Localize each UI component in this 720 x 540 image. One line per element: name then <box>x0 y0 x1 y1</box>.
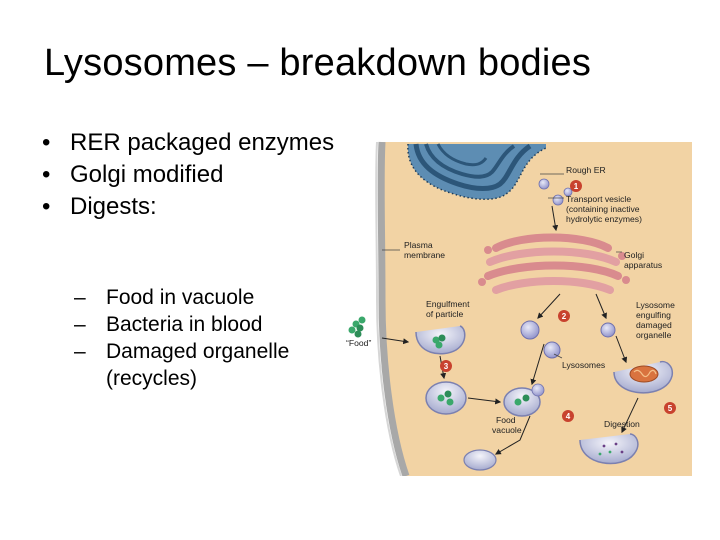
step-badge-5: 5 <box>664 402 676 414</box>
sub-bullet-marker: – <box>74 340 86 363</box>
label-transport-vesicle: hydrolytic enzymes) <box>566 214 642 224</box>
label-lysosome-engulfing: Lysosome <box>636 300 675 310</box>
lysosomes <box>520 320 616 359</box>
sub-bullet-list: – Food in vacuole – Bacteria in blood – … <box>74 284 334 392</box>
bullet-marker: • <box>42 161 51 188</box>
sub-bullet-text: Food in vacuole <box>106 286 255 309</box>
bullet-item: • RER packaged enzymes <box>42 128 342 158</box>
label-lysosomes: Lysosomes <box>562 360 605 370</box>
sub-bullet-text: Damaged organelle (recycles) <box>106 340 290 390</box>
label-food-vacuole: Food <box>496 415 516 425</box>
lysosome-diagram: Rough ER Transport vesicle (containing i… <box>346 140 692 476</box>
label-digestion: Digestion <box>604 419 640 429</box>
sub-bullet-item: – Bacteria in blood <box>74 311 334 338</box>
step-badge-3: 3 <box>440 360 452 372</box>
engulfment-cup <box>415 325 466 355</box>
label-plasma-membrane: membrane <box>404 250 445 260</box>
digestion-vacuole <box>579 433 639 465</box>
bullet-text: RER packaged enzymes <box>70 129 335 156</box>
label-golgi-apparatus: apparatus <box>624 260 662 270</box>
step-number: 4 <box>566 412 571 421</box>
step-number: 2 <box>562 312 567 321</box>
bullet-text: Golgi modified <box>70 161 224 188</box>
label-rough-er: Rough ER <box>566 165 606 175</box>
bullet-item: • Digests: <box>42 192 342 222</box>
sub-bullet-marker: – <box>74 286 86 309</box>
sub-bullet-item: – Damaged organelle (recycles) <box>74 338 334 392</box>
step-number: 1 <box>574 182 579 191</box>
plasma-membrane <box>377 141 410 476</box>
sub-bullet-marker: – <box>74 313 86 336</box>
step-number: 5 <box>668 404 673 413</box>
sub-bullet-text: Bacteria in blood <box>106 313 263 336</box>
golgi-apparatus <box>478 233 630 294</box>
lysosome-engulfing-organelle <box>613 360 674 394</box>
bullet-item: • Golgi modified <box>42 160 342 190</box>
label-food: “Food” <box>346 338 371 348</box>
slide-title: Lysosomes – breakdown bodies <box>44 42 592 84</box>
label-engulfment: Engulfment <box>426 299 470 309</box>
label-transport-vesicle: Transport vesicle <box>566 194 631 204</box>
sub-bullet-item: – Food in vacuole <box>74 284 334 311</box>
rough-er <box>407 143 547 200</box>
step-badge-1: 1 <box>570 180 582 192</box>
label-golgi-apparatus: Golgi <box>624 250 644 260</box>
label-plasma-membrane: Plasma <box>404 240 433 250</box>
label-engulfment: of particle <box>426 309 463 319</box>
bullet-text: Digests: <box>70 193 157 220</box>
step-badge-2: 2 <box>558 310 570 322</box>
label-lysosome-engulfing: organelle <box>636 330 672 340</box>
label-transport-vesicle: (containing inactive <box>566 204 640 214</box>
bullet-list: • RER packaged enzymes • Golgi modified … <box>42 128 342 224</box>
lysosome-diagram-svg: Rough ER Transport vesicle (containing i… <box>346 141 692 476</box>
food-vacuole <box>425 381 467 415</box>
step-number: 3 <box>444 362 449 371</box>
step-badge-4: 4 <box>562 410 574 422</box>
food-particle <box>348 316 366 338</box>
label-lysosome-engulfing: engulfing <box>636 310 671 320</box>
label-lysosome-engulfing: damaged <box>636 320 672 330</box>
bullet-marker: • <box>42 193 51 220</box>
label-food-vacuole: vacuole <box>492 425 522 435</box>
bullet-marker: • <box>42 129 51 156</box>
